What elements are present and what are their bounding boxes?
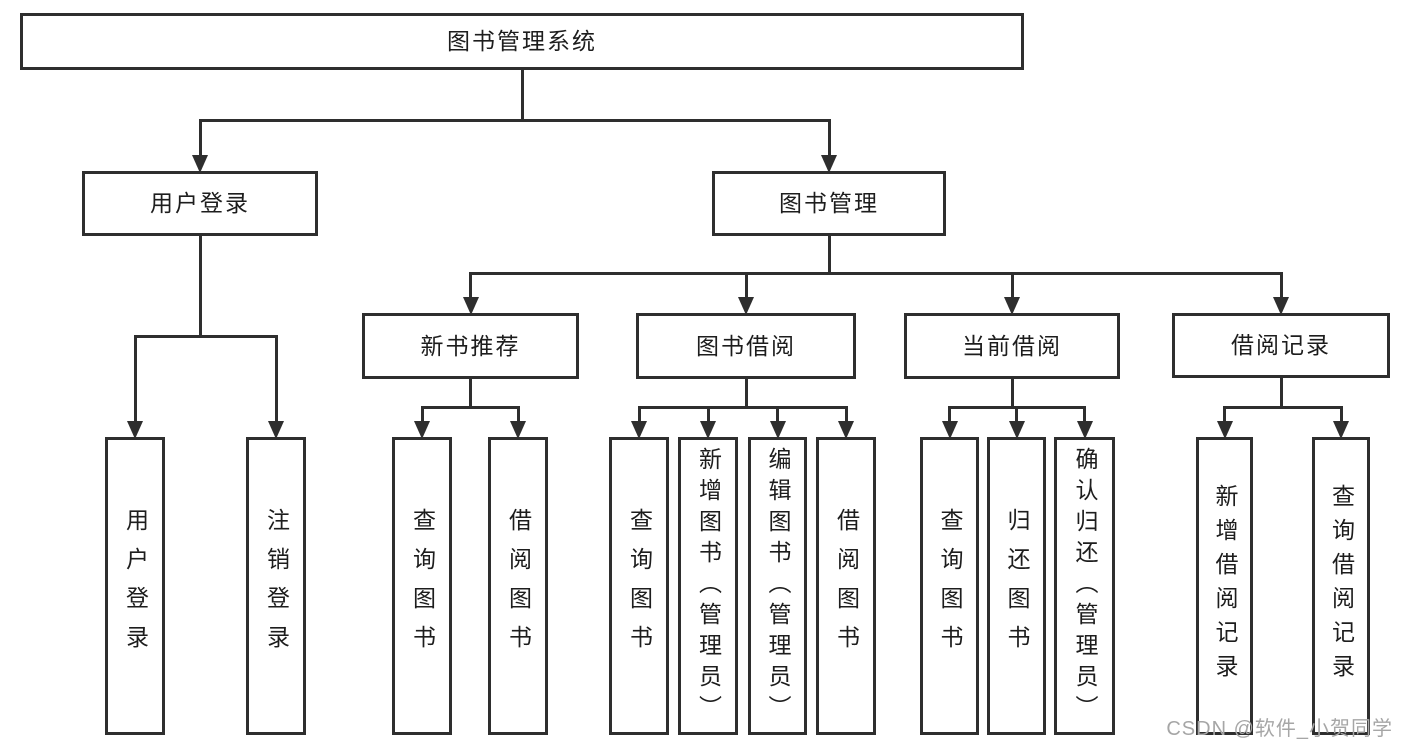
connector-line — [637, 409, 641, 421]
node-borrow: 图书借阅 — [636, 313, 856, 379]
node-leaf-logout: 注销登录 — [246, 437, 306, 735]
connector-line — [706, 409, 710, 421]
node-leaf-nb-query: 查询图书 — [392, 437, 452, 735]
connector-line — [1279, 377, 1283, 409]
connector-line — [827, 122, 831, 155]
node-leaf-bw-query: 查询图书 — [609, 437, 669, 735]
connector-line — [1015, 409, 1018, 421]
arrowhead-down-icon — [510, 421, 526, 439]
connector-line — [1083, 409, 1086, 421]
watermark: CSDN @软件_小贺同学 — [1166, 718, 1393, 740]
connector-line — [516, 409, 520, 421]
node-label: 查询图书 — [409, 508, 436, 664]
node-leaf-bw-add: 新增图书（管理员） — [678, 437, 738, 735]
connector-line — [198, 235, 202, 338]
node-label: 图书管理 — [779, 190, 879, 216]
node-label: 查询图书 — [937, 508, 963, 664]
arrowhead-down-icon — [462, 297, 479, 315]
node-label: 图书借阅 — [696, 332, 796, 359]
node-label: 用户登录 — [122, 508, 149, 664]
arrowhead-down-icon — [1008, 421, 1025, 439]
connector-line — [198, 122, 202, 155]
arrowhead-down-icon — [838, 421, 854, 439]
connector-line — [844, 409, 848, 421]
connector-line — [469, 378, 472, 409]
node-leaf-nb-borrow: 借阅图书 — [488, 437, 548, 735]
connector-line — [274, 338, 278, 421]
arrowhead-down-icon — [127, 421, 143, 439]
connector-line — [776, 409, 779, 421]
connector-line — [637, 406, 848, 409]
arrowhead-down-icon — [941, 421, 958, 439]
node-mgmt: 图书管理 — [712, 171, 946, 236]
node-leaf-user-login: 用户登录 — [105, 437, 165, 735]
node-label: 借阅图书 — [505, 508, 532, 664]
connector-line — [744, 275, 748, 297]
node-login: 用户登录 — [82, 171, 318, 236]
node-label: 借阅记录 — [1231, 332, 1331, 358]
node-label: 图书管理系统 — [447, 28, 597, 54]
arrowhead-down-icon — [738, 297, 754, 315]
node-label: 查询借阅记录 — [1328, 484, 1355, 688]
arrowhead-down-icon — [769, 421, 786, 439]
node-label: 注销登录 — [263, 508, 290, 664]
connector-line — [827, 235, 831, 275]
node-leaf-cur-confirm: 确认归还（管理员） — [1054, 437, 1115, 735]
node-leaf-cur-query: 查询图书 — [920, 437, 979, 735]
connector-line — [133, 335, 278, 338]
arrowhead-down-icon — [1273, 297, 1289, 315]
node-label: 编辑图书（管理员） — [765, 446, 791, 726]
connector-line — [1339, 409, 1343, 421]
connector-line — [744, 378, 748, 409]
arrowhead-down-icon — [1333, 421, 1349, 439]
node-leaf-bw-edit: 编辑图书（管理员） — [748, 437, 807, 735]
arrowhead-down-icon — [1004, 297, 1020, 315]
connector-line — [1223, 406, 1343, 409]
connector-line — [1010, 275, 1014, 297]
node-leaf-cur-return: 归还图书 — [987, 437, 1046, 735]
arrowhead-down-icon — [821, 155, 837, 173]
connector-line — [420, 406, 520, 409]
node-current: 当前借阅 — [904, 313, 1120, 379]
node-leaf-bw-borrow: 借阅图书 — [816, 437, 876, 735]
node-root: 图书管理系统 — [20, 13, 1024, 70]
connector-line — [198, 119, 831, 122]
connector-line — [469, 275, 472, 297]
arrowhead-down-icon — [192, 155, 208, 173]
node-label: 新增借阅记录 — [1212, 484, 1238, 688]
node-label: 当前借阅 — [962, 332, 1062, 359]
connector-line — [1010, 378, 1014, 409]
node-label: 新书推荐 — [420, 332, 521, 359]
connector-line — [948, 409, 951, 421]
arrowhead-down-icon — [700, 421, 716, 439]
arrowhead-down-icon — [268, 421, 284, 439]
node-label: 用户登录 — [150, 190, 250, 216]
node-label: 新增图书（管理员） — [695, 446, 722, 726]
node-label: 确认归还（管理员） — [1072, 446, 1098, 726]
connector-line — [469, 272, 1283, 275]
connector-line — [948, 406, 1086, 409]
node-leaf-rec-add: 新增借阅记录 — [1196, 437, 1253, 735]
node-newbook: 新书推荐 — [362, 313, 579, 379]
node-label: 归还图书 — [1004, 508, 1030, 664]
connector-line — [520, 69, 524, 122]
connector-line — [1279, 275, 1283, 297]
arrowhead-down-icon — [631, 421, 647, 439]
arrowhead-down-icon — [1076, 421, 1093, 439]
node-leaf-rec-query: 查询借阅记录 — [1312, 437, 1370, 735]
connector-line — [420, 409, 424, 421]
connector-line — [133, 338, 137, 421]
connector-line — [1223, 409, 1226, 421]
arrowhead-down-icon — [414, 421, 430, 439]
node-label: 查询图书 — [626, 508, 653, 664]
node-label: 借阅图书 — [833, 508, 860, 664]
node-records: 借阅记录 — [1172, 313, 1390, 378]
arrowhead-down-icon — [1216, 421, 1233, 439]
